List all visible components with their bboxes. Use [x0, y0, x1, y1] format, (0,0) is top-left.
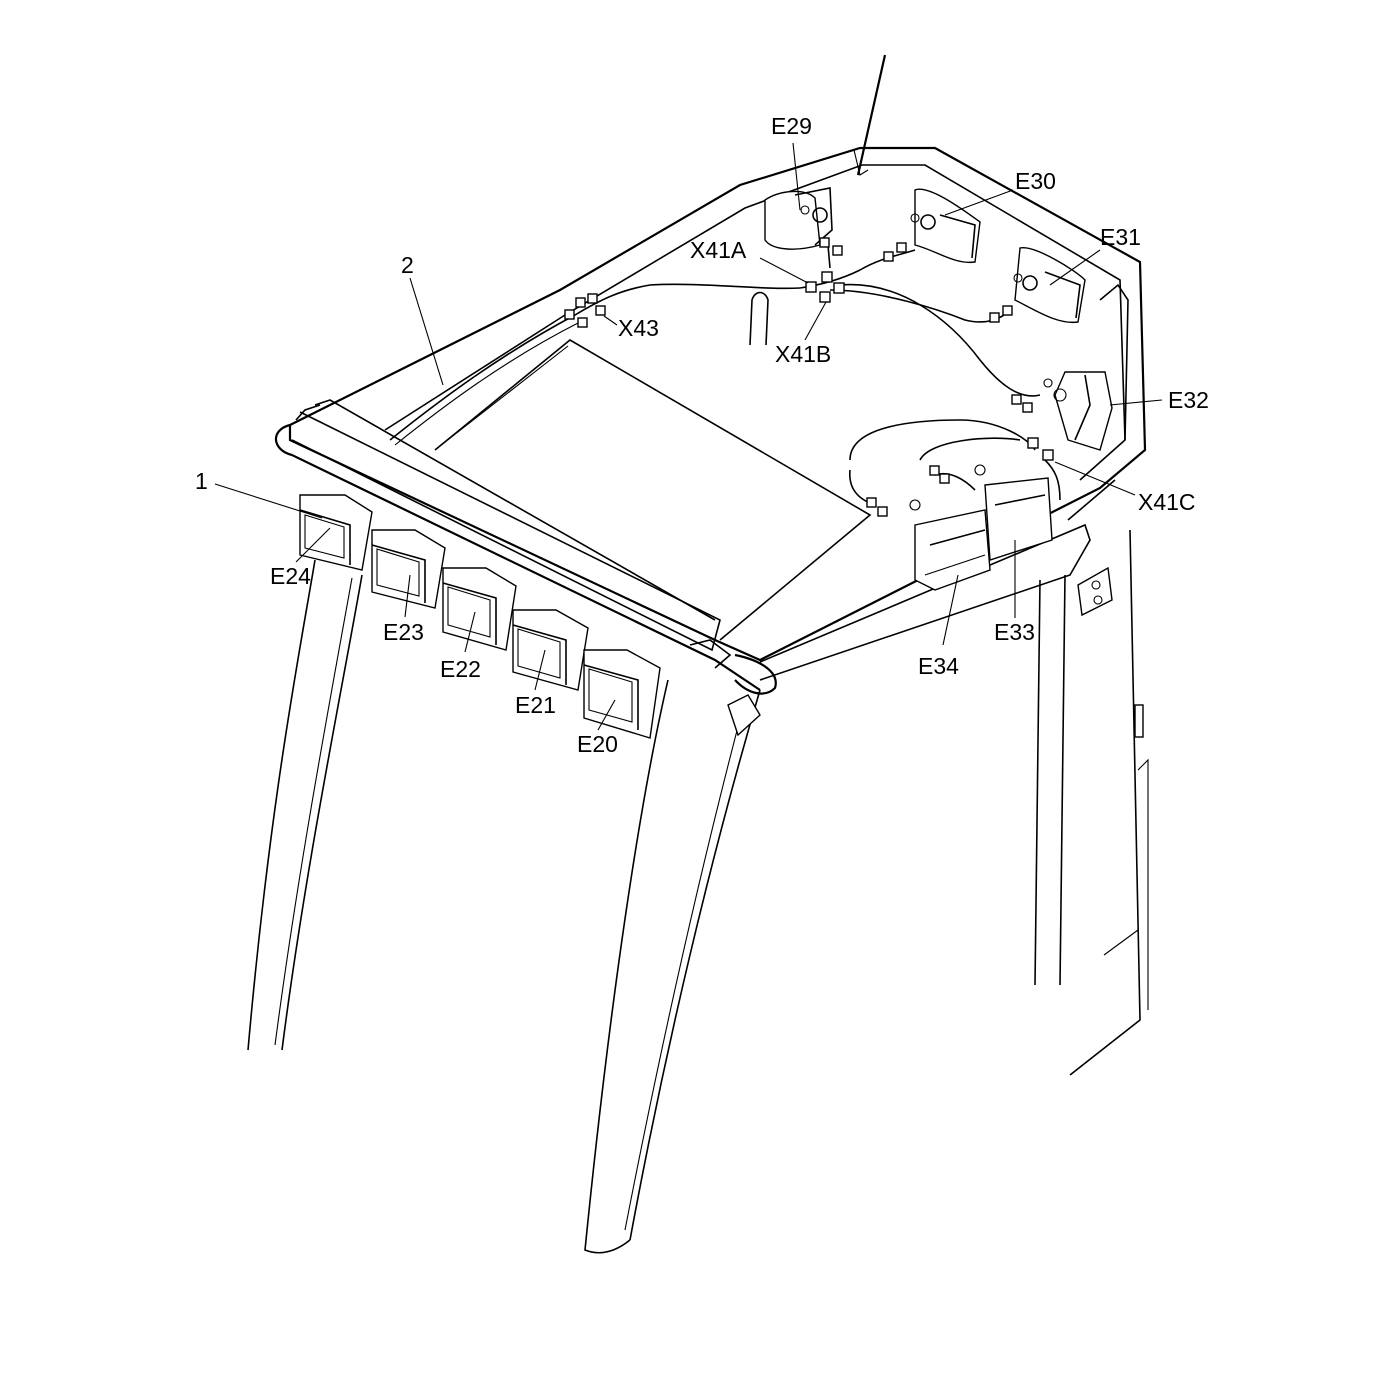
label-E24: E24	[270, 563, 311, 589]
label-E31: E31	[1100, 224, 1141, 250]
leader-2	[409, 277, 444, 386]
label-X43: X43	[618, 315, 659, 341]
leader-E23	[404, 574, 411, 618]
leader-E30	[944, 189, 1014, 216]
label-E29: E29	[771, 113, 812, 139]
lamp-E30	[910, 188, 981, 264]
leader-E34	[942, 574, 959, 646]
label-part-1: 1	[195, 468, 208, 494]
cab-pillars	[247, 529, 1149, 1254]
lamp-E21	[512, 609, 589, 691]
lamp-E32	[1043, 371, 1113, 451]
leader-1	[214, 483, 323, 519]
label-E23: E23	[383, 619, 424, 645]
leader-E32	[1109, 399, 1163, 406]
label-E22: E22	[440, 656, 481, 682]
lamp-E34	[909, 499, 991, 591]
rear-lamps	[764, 187, 1113, 591]
lamp-E23	[371, 529, 446, 609]
leader-X41C	[1054, 461, 1136, 496]
leader-X41B	[804, 301, 827, 341]
leader-lines	[214, 142, 1163, 731]
leader-X43	[603, 315, 618, 326]
lamp-E20	[583, 649, 661, 739]
callout-labels: 1 2 E24 E23 E22 E21 E20 E29 E30 E31 E32 …	[195, 113, 1209, 757]
wiring-harness	[389, 244, 1061, 506]
label-X41C: X41C	[1138, 489, 1196, 515]
leader-E24	[295, 527, 331, 563]
label-E21: E21	[515, 692, 556, 718]
label-X41A: X41A	[690, 237, 747, 263]
label-part-2: 2	[401, 252, 414, 278]
leader-E22	[464, 611, 476, 653]
leader-X41A	[759, 257, 809, 284]
label-E30: E30	[1015, 168, 1056, 194]
lamp-E31	[1013, 247, 1086, 324]
lamp-E22	[442, 567, 517, 651]
connectors	[564, 237, 1054, 517]
leader-E20	[597, 699, 616, 731]
front-lamps	[299, 494, 661, 739]
leader-E21	[534, 649, 546, 691]
label-E20: E20	[577, 731, 618, 757]
label-E32: E32	[1168, 387, 1209, 413]
front-light-bar	[274, 399, 777, 695]
leader-E29	[792, 142, 801, 211]
lamp-E24	[299, 494, 373, 571]
lamp-E33	[974, 464, 1053, 561]
label-E33: E33	[994, 619, 1035, 645]
label-X41B: X41B	[775, 341, 831, 367]
label-E34: E34	[918, 653, 959, 679]
leader-E31	[1049, 249, 1101, 286]
